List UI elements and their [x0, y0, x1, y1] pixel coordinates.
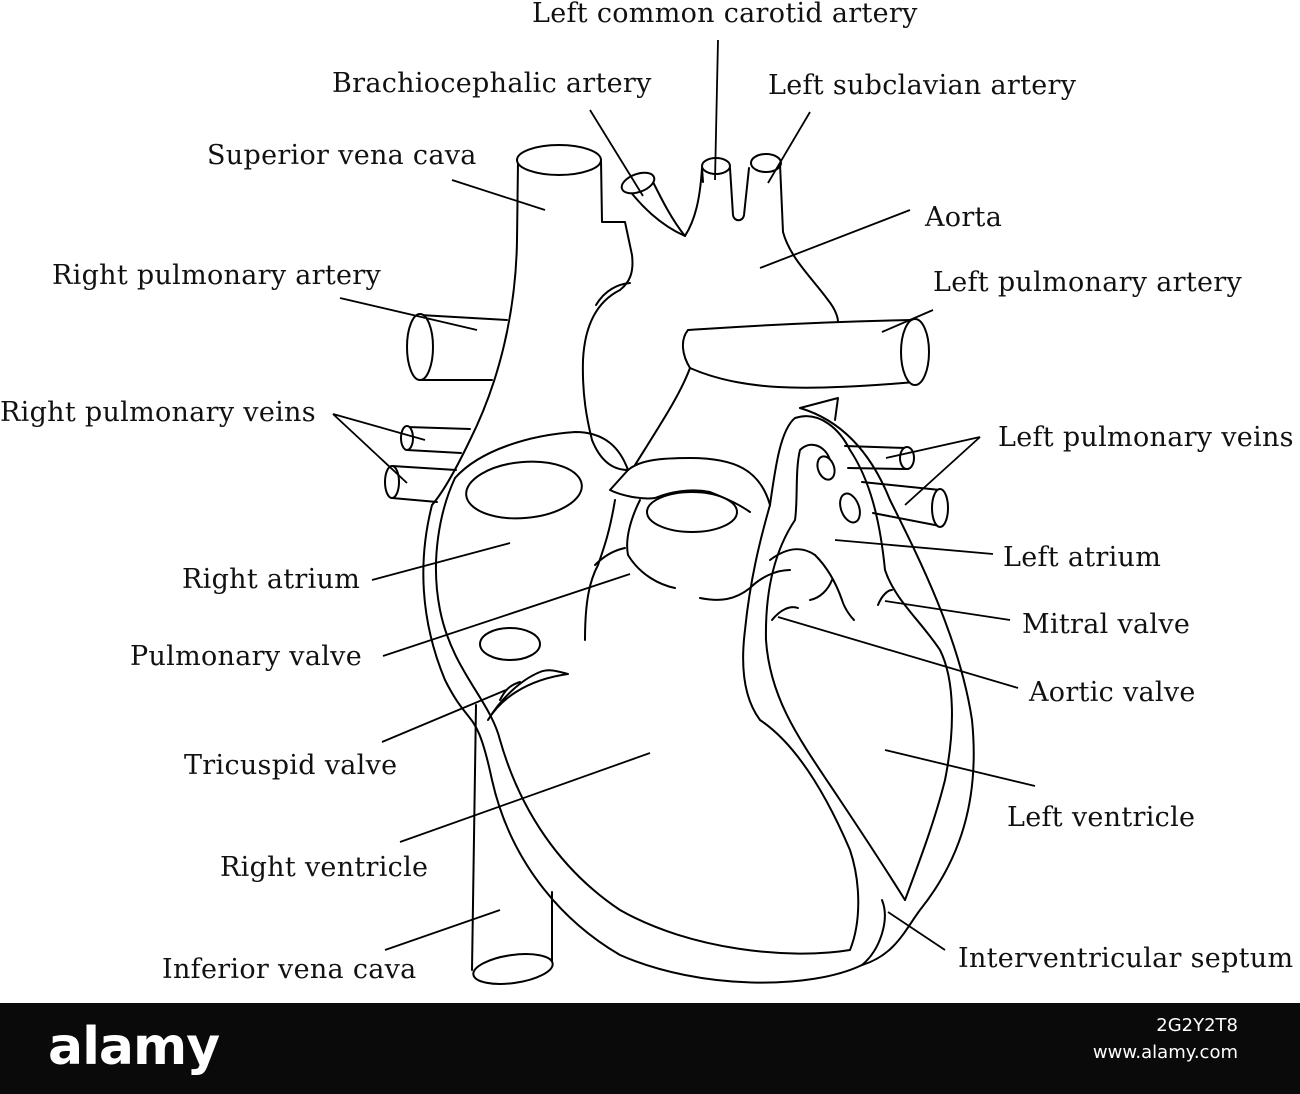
- label-superior-vena-cava: Superior vena cava: [207, 140, 477, 171]
- right-pulmonary-veins-shape: [384, 425, 471, 503]
- stock-image-id: 2G2Y2T8: [1156, 1015, 1238, 1036]
- label-brachiocephalic-artery: Brachiocephalic artery: [332, 68, 652, 99]
- leader-right-atrium: [371, 542, 511, 581]
- label-right-atrium: Right atrium: [182, 564, 360, 595]
- left-atrium-openings: [816, 455, 861, 524]
- label-tricuspid-valve: Tricuspid valve: [184, 750, 397, 781]
- label-left-subclavian-artery: Left subclavian artery: [768, 70, 1077, 101]
- label-aortic-valve: Aortic valve: [1028, 677, 1196, 708]
- label-interventricular-septum: Interventricular septum: [958, 943, 1293, 974]
- leader-left-pulmonary-veins-2: [904, 436, 981, 506]
- leader-brachiocephalic: [589, 109, 644, 197]
- left-pulmonary-artery-shape: [687, 318, 930, 421]
- leader-right-ventricle: [399, 752, 651, 843]
- inferior-vena-cava-shape: [471, 704, 554, 985]
- label-left-common-carotid-artery: Left common carotid artery: [532, 0, 918, 29]
- aorta-shape: [620, 153, 839, 466]
- label-right-pulmonary-artery: Right pulmonary artery: [52, 260, 382, 291]
- leader-aorta: [759, 209, 911, 269]
- label-aorta: Aorta: [924, 202, 1002, 233]
- heart-inner-wall: [435, 415, 953, 955]
- stock-logo: alamy: [48, 1017, 220, 1077]
- label-right-ventricle: Right ventricle: [220, 852, 428, 883]
- leader-mitral-valve: [884, 600, 1011, 621]
- aortic-valve-shape: [699, 548, 893, 621]
- label-inferior-vena-cava: Inferior vena cava: [162, 954, 417, 985]
- leader-right-pulmonary-veins-1: [332, 413, 426, 441]
- heart-outline: [384, 144, 975, 985]
- leader-left-atrium: [834, 539, 994, 555]
- label-left-atrium: Left atrium: [1003, 542, 1161, 573]
- leader-interventricular-septum: [887, 911, 946, 951]
- leader-inferior-vena-cava: [384, 909, 501, 951]
- leader-right-pulmonary-artery: [339, 297, 478, 331]
- label-mitral-valve: Mitral valve: [1022, 609, 1190, 640]
- tricuspid-valve-shape: [479, 627, 569, 721]
- heart-diagram: Left common carotid artery Brachiocephal…: [0, 0, 1294, 985]
- pulmonary-trunk-opening: [646, 491, 738, 533]
- label-left-ventricle: Left ventricle: [1007, 802, 1195, 833]
- label-pulmonary-valve: Pulmonary valve: [130, 641, 362, 672]
- leader-right-pulmonary-veins-2: [332, 413, 408, 484]
- left-pulmonary-veins-shape: [844, 445, 949, 528]
- labels: Left common carotid artery Brachiocephal…: [0, 0, 1294, 985]
- right-atrium-opening: [465, 460, 583, 520]
- leader-left-pulmonary-veins-1: [885, 436, 981, 459]
- leader-left-ventricle: [884, 749, 1036, 787]
- stock-watermark-banner: alamy 2G2Y2T8 www.alamy.com: [0, 1003, 1300, 1094]
- leader-tricuspid-valve: [381, 689, 507, 743]
- leader-pulmonary-valve: [382, 573, 631, 657]
- leader-left-common-carotid: [714, 39, 719, 181]
- leader-left-subclavian: [767, 111, 811, 184]
- leader-superior-vena-cava: [451, 179, 546, 211]
- heart-body-shape: [422, 407, 975, 984]
- superior-vena-cava-shape: [431, 144, 634, 506]
- stock-site-url: www.alamy.com: [1092, 1042, 1238, 1063]
- right-pulmonary-artery-shape: [406, 313, 508, 381]
- label-left-pulmonary-artery: Left pulmonary artery: [933, 267, 1242, 298]
- stock-image-info: 2G2Y2T8 www.alamy.com: [1093, 1015, 1238, 1063]
- pulmonary-valve-shape: [584, 499, 676, 641]
- leader-aortic-valve: [777, 616, 1019, 689]
- leader-lines: [332, 39, 1036, 951]
- label-left-pulmonary-veins: Left pulmonary veins: [998, 422, 1294, 453]
- label-right-pulmonary-veins: Right pulmonary veins: [0, 397, 316, 428]
- leader-left-pulmonary-artery: [881, 309, 934, 333]
